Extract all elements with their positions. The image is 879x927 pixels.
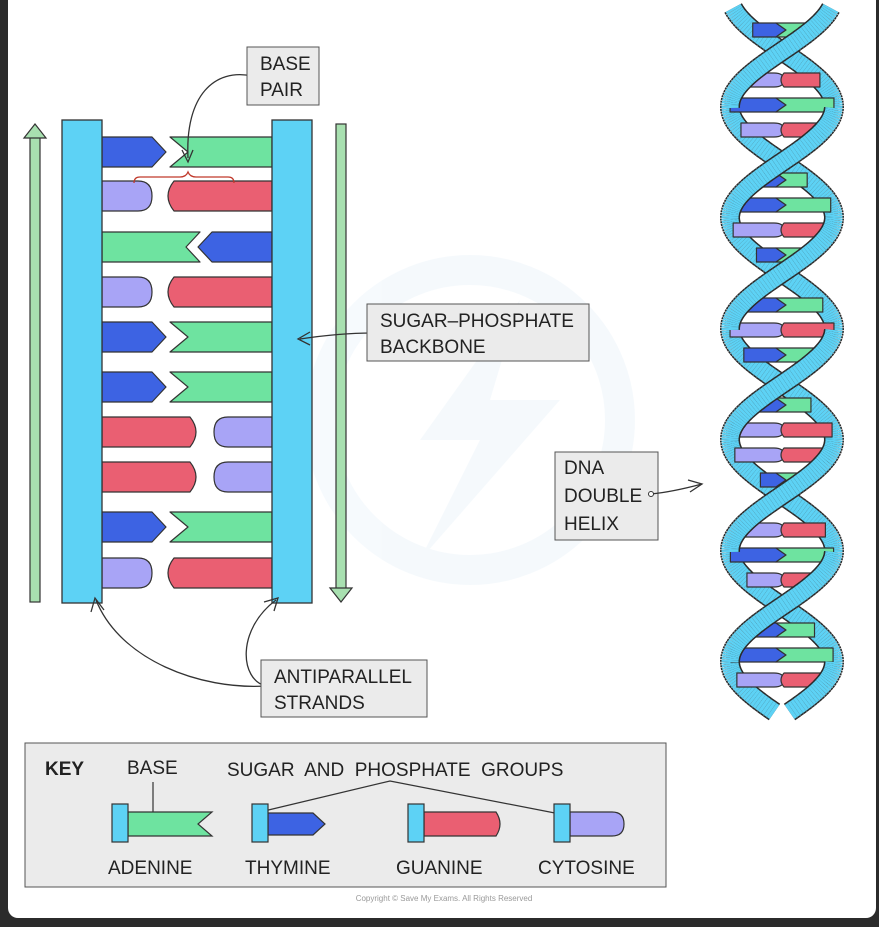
base-cytosine-left-2 [101,180,153,212]
helix-backbone-front [720,3,844,721]
helix-base-cytosine-21 [736,672,785,688]
helix-line-1: DNA [564,458,604,479]
base-cytosine-right-7 [213,416,273,448]
helix-base-cytosine-18 [746,572,785,588]
base-adenine-right-6 [169,371,273,403]
helix-base-guanine-16 [780,522,826,538]
antiparallel-label: ANTIPARALLEL STRANDS [260,659,428,718]
base-thymine-left-6 [101,371,167,403]
helix-line-3: HELIX [564,514,619,535]
key-box: KEY BASE SUGAR AND PHOSPHATE GROUPS ADEN… [24,742,667,888]
base-adenine-right-9 [169,511,273,543]
base-pair-line-2: PAIR [260,80,303,101]
antiparallel-pointer-right [245,599,277,687]
key-adenine-symbol [111,803,214,843]
backbone-left [61,119,103,604]
helix-base-cytosine-4 [740,122,785,138]
base-cytosine-left-4 [101,276,153,308]
key-cytosine-symbol [553,803,625,843]
base-pair-brace [133,170,235,184]
helix-base-adenine-12 [775,397,812,413]
backbone-line-2: BACKBONE [380,337,486,358]
base-guanine-right-2 [167,180,273,212]
helix-pointer [650,483,703,495]
key-thymine-label: THYMINE [245,858,331,879]
base-guanine-right-10 [167,557,273,589]
watermark-logo [305,255,635,585]
helix-base-adenine-19 [775,622,816,638]
helix-base-guanine-2 [780,72,821,88]
helix-base-guanine-10 [780,322,835,338]
helix-base-guanine-13 [780,422,833,438]
base-thymine-left-9 [101,511,167,543]
helix-base-cytosine-7 [732,222,785,238]
key-guanine-symbol [407,803,501,843]
base-pair-pointer [187,74,253,159]
helix-label: DNA DOUBLE HELIX [554,451,659,541]
key-base-label: BASE [127,758,178,779]
key-adenine-label: ADENINE [108,858,192,879]
base-guanine-right-4 [167,276,273,308]
key-guanine-label: GUANINE [396,858,483,879]
base-guanine-left-8 [101,461,197,493]
key-title: KEY [45,759,84,780]
direction-arrow-down [328,123,354,603]
backbone-line-1: SUGAR–PHOSPHATE [380,311,574,332]
base-pair-line-1: BASE [260,54,311,75]
base-adenine-right-5 [169,321,273,353]
backbone-right [271,119,313,604]
key-sugar-phosphate-label: SUGAR AND PHOSPHATE GROUPS [227,760,563,781]
base-thymine-right-3 [197,231,273,263]
copyright-text: Copyright © Save My Exams. All Rights Re… [356,894,533,903]
backbone-label: SUGAR–PHOSPHATE BACKBONE [366,303,590,362]
dna-double-helix [720,3,844,721]
helix-base-adenine-20 [775,647,834,663]
base-cytosine-right-8 [213,461,273,493]
ladder-bases [101,136,273,589]
base-thymine-left-5 [101,321,167,353]
base-adenine-right-1 [169,136,273,168]
antiparallel-pointer-left [95,599,267,687]
direction-arrow-up [22,123,48,603]
base-adenine-left-3 [101,231,201,263]
antiparallel-line-2: STRANDS [274,693,365,714]
base-guanine-left-7 [101,416,197,448]
antiparallel-line-1: ANTIPARALLEL [274,667,412,688]
helix-line-2: DOUBLE [564,486,642,507]
base-pair-label: BASE PAIR [246,46,320,106]
key-cytosine-label: CYTOSINE [538,858,635,879]
helix-base-adenine-9 [775,297,824,313]
helix-base-adenine-6 [775,197,832,213]
base-cytosine-left-10 [101,557,153,589]
key-thymine-symbol [251,803,326,843]
helix-base-cytosine-14 [734,447,785,463]
backbone-pointer [299,332,373,340]
base-thymine-left-1 [101,136,167,168]
